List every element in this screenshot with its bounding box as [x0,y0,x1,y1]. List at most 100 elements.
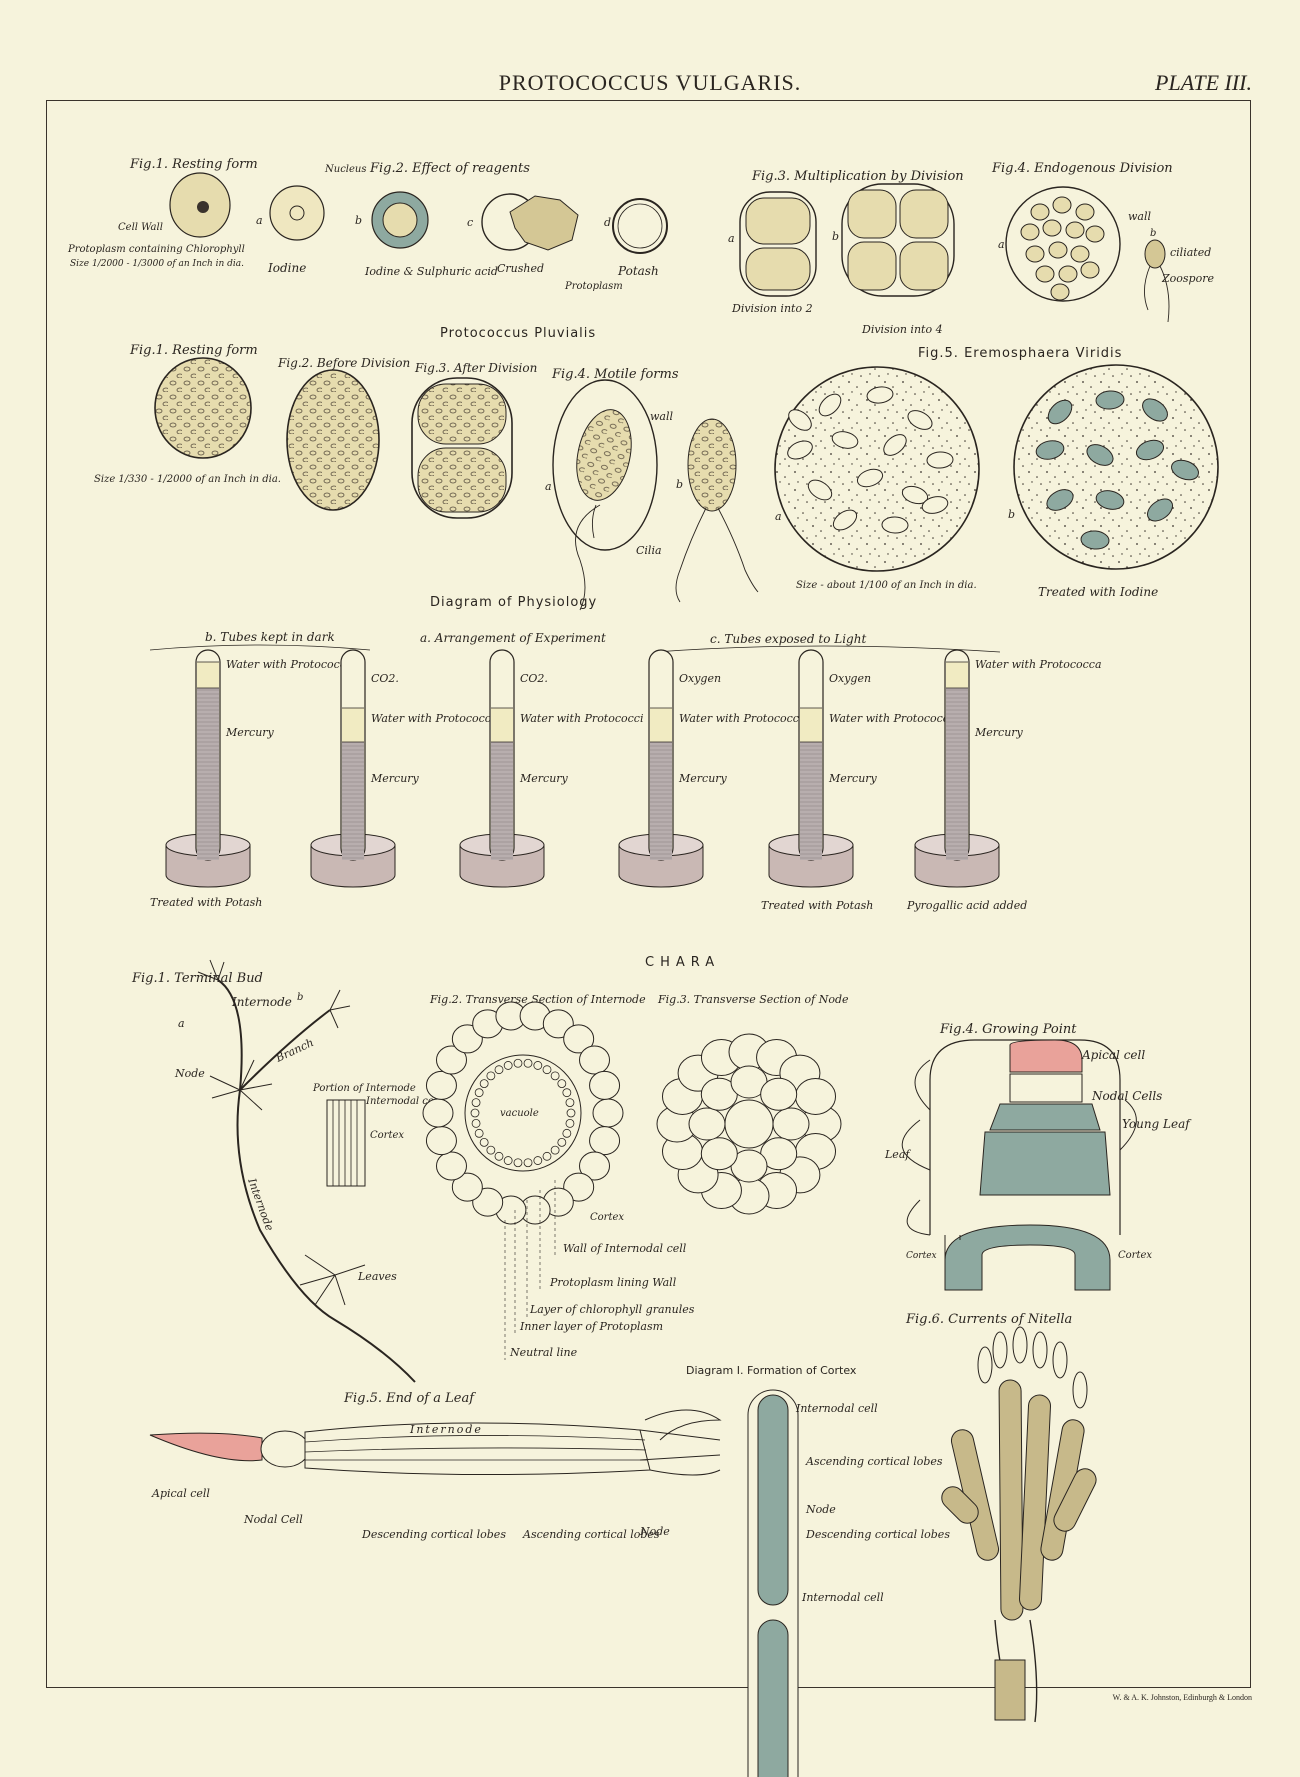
chara-fig3-title: Fig.3. Transverse Section of Node [657,993,849,1006]
cortex-cell [579,1151,611,1181]
spore [1035,265,1055,283]
chlorophyll-granule [494,1065,504,1075]
plate-number: PLATE III. [1155,70,1252,95]
spore [1050,283,1070,301]
cortex-cell [425,1070,457,1100]
label-young-leaf: Young Leaf [1122,1117,1192,1131]
cortex-cell [589,1070,621,1100]
chloroplast [807,479,833,501]
label-leaves: Leaves [357,1270,397,1283]
nodal-cell-upper [1009,1073,1083,1103]
label-protoplasm-crushed: Protoplasm [564,281,623,292]
chloroplast [1095,490,1125,510]
pluvialis-heading: Protococcus Pluvialis [440,326,596,341]
group-c-brace [654,645,1001,653]
cortex-cell [592,1098,624,1128]
label-wall-internodal: Wall of Internodal cell [563,1242,687,1255]
zoospore-cilia [1144,265,1170,323]
tube-mercury [650,742,672,860]
cortex-cell [435,1045,467,1075]
tube-water [342,708,364,742]
publisher-credit: W. & A. K. Johnston, Edinburgh & London [1112,1693,1252,1702]
label-internodal-cell: Internodal cell [365,1096,440,1107]
tube-water [197,662,219,688]
pluvialis-after-upper [417,383,507,445]
cortex-cell [425,1126,457,1156]
spore [1020,223,1040,241]
letter-b-endo: b [1150,228,1156,239]
chloroplast [921,496,949,514]
iodine-cell [269,185,325,241]
chloroplast [818,393,842,417]
nitella-cell [1053,1468,1097,1532]
pluvialis-after-lower [417,447,507,513]
letter-a: a [256,214,263,227]
spore [1075,203,1095,221]
chloroplast [907,410,933,430]
division-four-q3 [847,241,897,291]
chlorophyll-granule [542,1065,552,1075]
pluvialis-section: Protococcus Pluvialis Fig.1. Resting for… [94,326,1219,611]
plate-frame [46,100,1251,1688]
label-apical-cell: Apical cell [1081,1048,1145,1062]
label-endo-wall: wall [1128,210,1151,223]
node-section [656,1033,842,1215]
chara-node-whorl [209,1059,273,1111]
group-a-label: a. Arrangement of Experiment [420,631,606,645]
node-inner-cell [760,1077,798,1111]
spore [1065,221,1085,239]
letter-a-motile: a [545,480,552,493]
potash-cell-inner [617,203,663,249]
label-protoplasm: Protoplasm containing Chlorophyll [67,244,245,255]
chlorophyll-granule [550,1145,560,1155]
pluvialis-size: Size 1/330 - 1/2000 of an Inch in dia. [94,474,281,485]
chlorophyll-granule [562,1088,572,1098]
label-iodine: Iodine [267,261,306,275]
tube-mercury [946,688,968,860]
label-descending-lobes: Descending cortical lobes [361,1528,506,1541]
label-vacuole: vacuole [500,1108,539,1119]
spore [1058,265,1078,283]
cortex-cell [435,1151,467,1181]
spore [1080,261,1100,279]
chlorophyll-granule [503,1061,513,1070]
zoospore [1144,239,1166,269]
chloroplast [1080,530,1110,550]
leaf-nodal-cell [260,1430,310,1468]
nitella-tip-cell [1012,1326,1028,1364]
label-d1-descending: Descending cortical lobes [805,1528,950,1541]
tube-water [650,708,672,742]
eremosphaera-iodine: Treated with Iodine [1038,585,1158,599]
chloroplast [866,386,894,404]
chlorophyll-granule [523,1158,533,1168]
chara-leaves [299,1254,366,1306]
chlorophyll-granule [470,1108,480,1118]
label-leaf-apical: Apical cell [151,1487,210,1500]
node-inner-cell [700,1137,738,1171]
label-cell-wall: Cell Wall [118,222,163,233]
cortex-cell [422,1098,454,1128]
chlorophyll-granule [565,1098,575,1108]
tube-label-mid: Mercury [974,726,1024,739]
nitella-tip-cell [1052,1341,1068,1379]
chloroplast [1095,390,1125,410]
chloroplast [926,451,954,469]
nodal-cells-teal [989,1103,1101,1131]
internodal-cell-wall [464,1054,582,1172]
chlorophyll-granule [550,1071,560,1081]
chlorophyll-granule [474,1088,484,1098]
chlorophyll-granule [486,1071,496,1081]
tube-label-top: Oxygen [679,672,721,685]
endogenous-spores [1020,196,1105,301]
label-potash: Potash [617,264,659,278]
iodine-sulphuric-inner [382,202,418,238]
spore [1070,245,1090,263]
motile-form-a-cilia [575,504,601,611]
letter-b-division: b [832,230,839,243]
chara-heading: CHARA [645,955,720,970]
chlorophyll-granule [513,1058,523,1068]
chara-fig4-title: Fig.4. Growing Point [939,1022,1077,1037]
label-leaf-node: Node [639,1525,670,1538]
group-b-brace [149,644,371,651]
